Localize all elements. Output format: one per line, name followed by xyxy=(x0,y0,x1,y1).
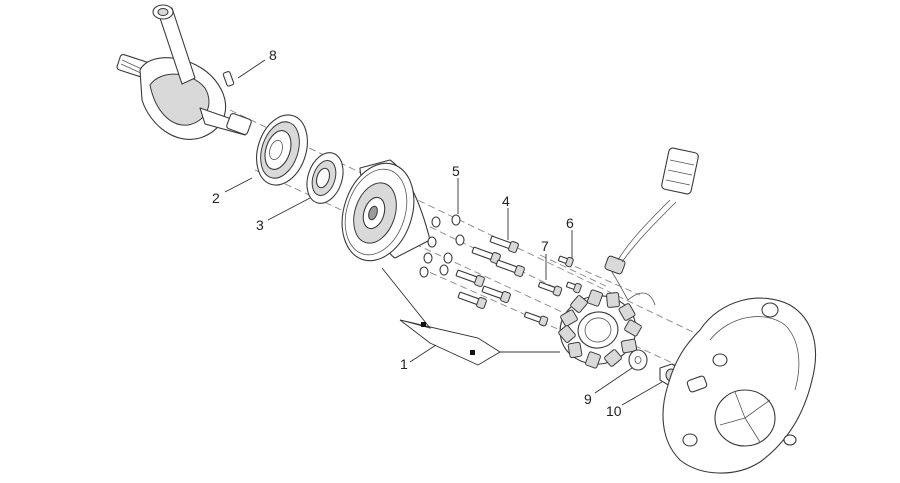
flywheel-hub xyxy=(256,114,308,186)
leader-lines xyxy=(224,59,663,406)
generator-cover xyxy=(662,297,817,474)
callout-10: 10 xyxy=(606,403,622,419)
callout-5: 5 xyxy=(452,163,460,179)
callout-8: 8 xyxy=(269,47,277,63)
callout-7: 7 xyxy=(541,238,549,254)
callout-2: 2 xyxy=(212,190,220,206)
wiring-connector xyxy=(604,147,699,306)
stator-coil xyxy=(558,289,642,369)
flywheel-rotor xyxy=(341,159,431,262)
marker-square xyxy=(421,322,426,327)
crankshaft-assembly xyxy=(116,4,252,140)
callout-3: 3 xyxy=(256,217,264,233)
marker-square xyxy=(470,350,475,355)
callout-4: 4 xyxy=(502,193,510,209)
washer-set xyxy=(419,214,465,278)
callout-1: 1 xyxy=(400,356,408,372)
woodruff-key xyxy=(222,71,235,87)
washer xyxy=(628,349,648,371)
bolt-set xyxy=(455,235,582,327)
callout-9: 9 xyxy=(584,391,592,407)
one-way-clutch xyxy=(306,152,344,204)
callout-labels: 1 2 3 4 5 6 7 8 9 10 xyxy=(212,47,622,419)
callout-6: 6 xyxy=(566,215,574,231)
